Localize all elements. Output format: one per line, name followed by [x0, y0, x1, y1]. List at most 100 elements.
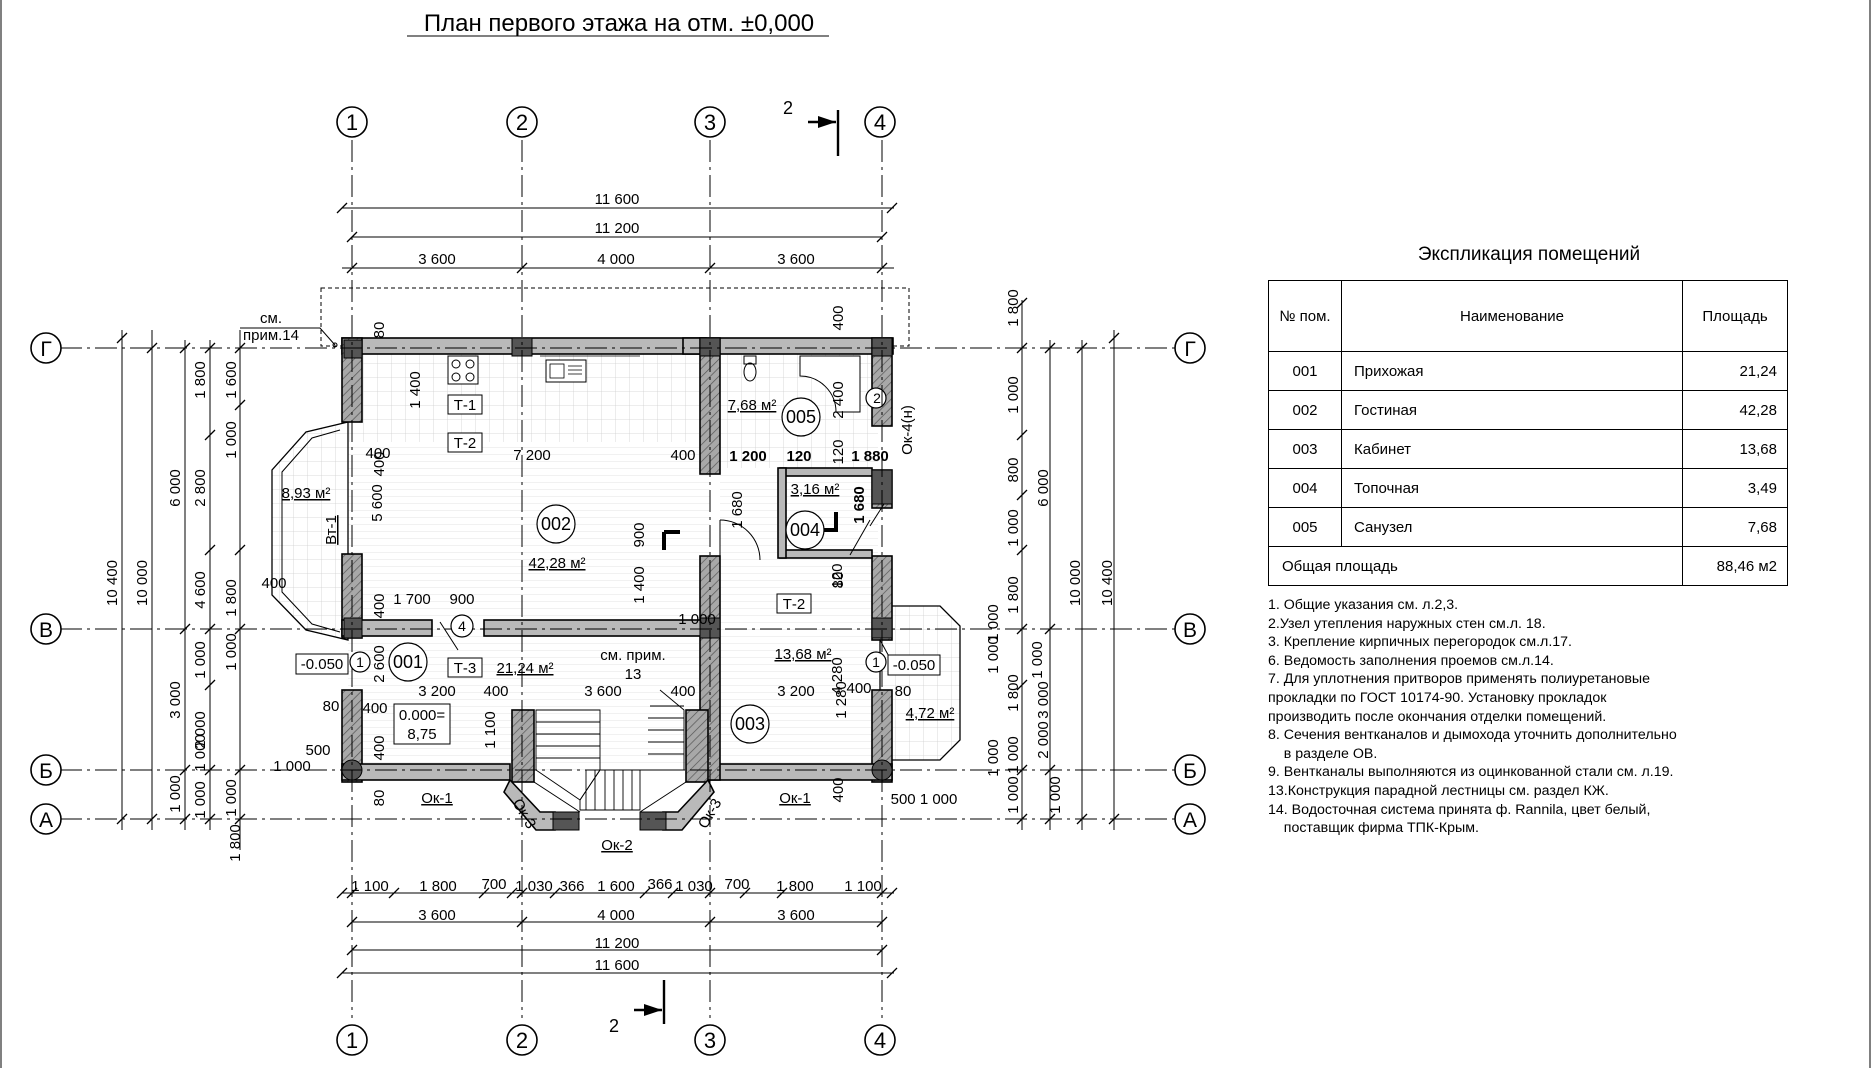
explication-table: № пом. Наименование Площадь 001 Прихожая…: [1268, 280, 1788, 586]
dim-detail: 1 100: [351, 878, 389, 895]
wall-int-h1: [483, 619, 705, 637]
wall-bottom-right: [709, 763, 893, 781]
inner-dim: 900: [631, 522, 648, 547]
inner-dim: 5 600: [369, 484, 386, 522]
inner-dim: 3 200: [418, 683, 456, 700]
dim-axes: 11 200: [595, 935, 640, 952]
dim-detail: 1 030: [515, 878, 553, 895]
inner-dim: 1 680: [729, 491, 746, 529]
inner-dim: 4 280: [829, 657, 846, 695]
bath-fixtures: [743, 355, 887, 413]
area-label: 7,68 м²: [728, 397, 777, 414]
inner-dim: 400: [371, 593, 388, 618]
dim-detail: 366: [647, 876, 672, 893]
dim-detail: 1 600: [597, 878, 635, 895]
table-row: 001 Прихожая 21,24: [1268, 351, 1788, 391]
dim-part: 1 000: [1005, 509, 1022, 547]
inner-dim: 80: [371, 790, 388, 807]
room-number: 001: [393, 652, 423, 672]
stair-wall-r: [685, 709, 709, 783]
dims-right: 10 400 10 000 6 000 3 000 1 800 1 000 80…: [985, 289, 1120, 830]
inner-dim: 3 600: [584, 683, 622, 700]
level-marks: -0.050 -0.050 0.000= 8,75: [295, 653, 941, 745]
note-line: производить после окончания отделки поме…: [1268, 708, 1607, 725]
inner-dim: 2 400: [830, 381, 847, 419]
bay-lines: [533, 781, 687, 813]
section-mark-bottom: 2: [609, 980, 666, 1036]
axis-label: 4: [874, 1028, 886, 1053]
dim-part: 1 000: [1005, 376, 1022, 414]
cell-no: 005: [1268, 507, 1342, 547]
left-bay-inner: [281, 429, 341, 633]
dims-bottom: 1 100 1 800 700 1 030 366 1 600 366 1 03…: [336, 876, 898, 979]
dim-detail: 1 000: [223, 779, 240, 817]
axis-label: А: [39, 809, 53, 832]
section-mark-top: 2: [783, 98, 840, 156]
inner-dim: 500: [305, 742, 330, 759]
inner-dim: 400: [371, 735, 388, 760]
dim-detail: 1 000: [223, 633, 240, 671]
wall-boiler-bot: [779, 549, 873, 559]
grid-lines: [60, 140, 1176, 1018]
dim-detail: 1 000: [223, 421, 240, 459]
area-label: 42,28 м²: [528, 555, 585, 572]
dim-part: 1 800: [1005, 576, 1022, 614]
room-ids: 001 002 003 004 005: [388, 397, 825, 744]
inner-dim: 1 880: [851, 448, 889, 465]
window-label: Вт-1: [323, 515, 340, 545]
axis-label: А: [1183, 809, 1197, 832]
dim-part: 1 000: [192, 641, 209, 679]
inner-dim: 400: [670, 683, 695, 700]
axis-label: Г: [1184, 338, 1195, 361]
node-ref: 2: [873, 390, 881, 406]
level-mark: -0.050: [893, 657, 936, 674]
dim-axes: 11 200: [595, 220, 640, 237]
note-line: в разделе ОВ.: [1268, 745, 1378, 762]
inner-dim: 400: [371, 451, 388, 476]
finish-tags: Т-1 Т-2 Т-2 Т-3: [447, 394, 812, 678]
living-floor: [348, 442, 710, 620]
col-header-name: Наименование: [1341, 280, 1683, 352]
dims-left: 10 400 10 000 6 000 3 000 1 000 1 800 2 …: [104, 330, 246, 862]
inner-dim: 120: [786, 448, 811, 465]
dim-detail: 366: [559, 878, 584, 895]
dim-part: 4 600: [192, 571, 209, 609]
axis-bubbles-top: 1 2 3 4: [336, 106, 896, 138]
dim-span: 4 000: [597, 907, 635, 924]
room-number: 003: [735, 714, 765, 734]
dim-part: 1 000: [192, 781, 209, 819]
room-number: 002: [541, 514, 571, 534]
inner-dim: 1 200: [729, 448, 767, 465]
dim-part: 1 800: [1005, 674, 1022, 712]
dim-total: 10 400: [104, 560, 121, 606]
dim-part: 2 800: [192, 469, 209, 507]
table-header-row: № пом. Наименование Площадь: [1268, 280, 1788, 352]
kitchen-tile: [348, 348, 520, 442]
room-number: 005: [786, 407, 816, 427]
cell-name: Санузел: [1341, 507, 1683, 547]
col-header-area: Площадь: [1682, 280, 1788, 352]
inner-dim: 1 680: [851, 486, 868, 524]
dim-part: 1 000: [1005, 776, 1022, 814]
cell-no: 003: [1268, 429, 1342, 469]
left-bay: [271, 421, 349, 641]
cell-area: 42,28: [1682, 390, 1788, 430]
inner-dim: 2 600: [371, 645, 388, 683]
dim-detail: 1 800: [223, 579, 240, 617]
inner-dim: 1 400: [407, 371, 424, 409]
dim-part: 1 800: [192, 361, 209, 399]
axis-label: 3: [704, 110, 716, 135]
inner-dim: 1 280: [833, 681, 850, 719]
table-row: 005 Санузел 7,68: [1268, 507, 1788, 547]
note-line: прокладки по ГОСТ 10174-90. Установку пр…: [1268, 689, 1607, 706]
level-mark: -0.050: [301, 656, 344, 673]
inner-dim: 7 200: [513, 447, 551, 464]
dim-detail: 700: [724, 876, 749, 893]
axis-bubbles-left: Г В Б А: [30, 332, 62, 835]
dim-part: 1 000: [1029, 641, 1046, 679]
note-line: 14. Водосточная система принята ф. Ranni…: [1268, 801, 1651, 818]
cell-name: Прихожая: [1341, 351, 1683, 391]
inner-dim: 400: [365, 445, 390, 462]
dim-total: 10 000: [134, 560, 151, 606]
dim-total: 10 400: [1099, 560, 1116, 606]
